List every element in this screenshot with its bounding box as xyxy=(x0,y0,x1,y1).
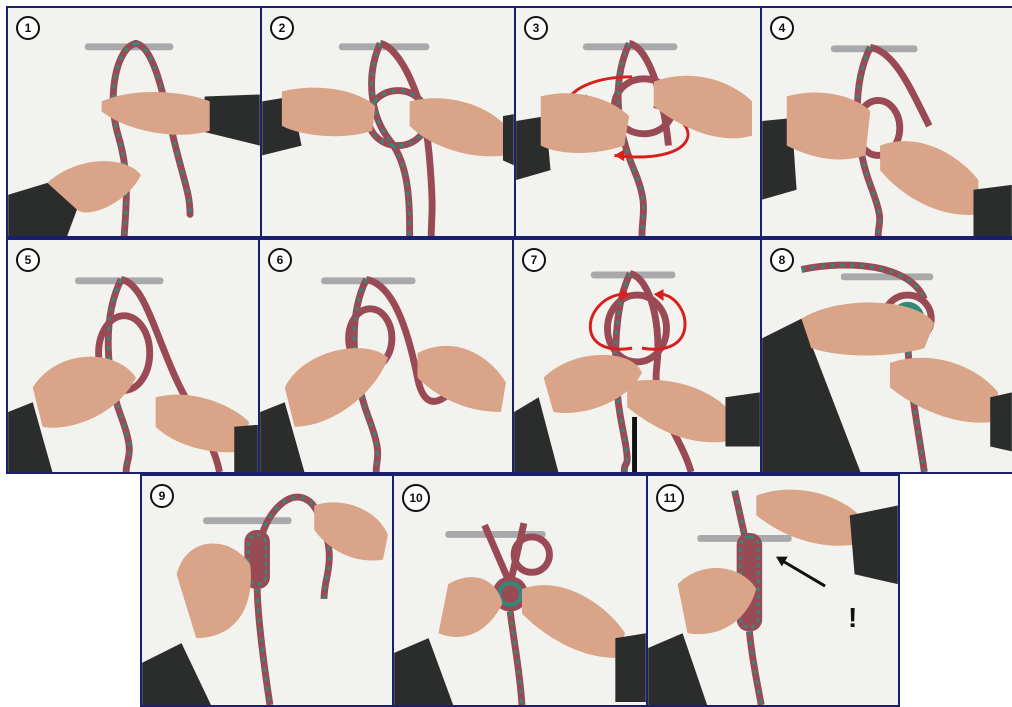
step-11-illustration xyxy=(648,476,898,705)
step-2-panel: 2 xyxy=(260,6,516,238)
step-3-panel: 3 xyxy=(514,6,762,238)
step-1-illustration xyxy=(8,8,260,236)
step-5-panel: 5 xyxy=(6,238,260,474)
step-number-badge: 7 xyxy=(522,248,546,272)
step-7-illustration xyxy=(514,240,760,472)
step-3-illustration xyxy=(516,8,760,236)
step-number-badge: 4 xyxy=(770,16,794,40)
step-number-badge: 8 xyxy=(770,248,794,272)
step-1-panel: 1 xyxy=(6,6,262,238)
step-number-badge: 5 xyxy=(16,248,40,272)
step-number-badge: 11 xyxy=(656,484,684,512)
step-7-panel: 7 xyxy=(512,238,762,474)
step-4-panel: 4 xyxy=(760,6,1012,238)
step-9-illustration xyxy=(142,476,392,705)
step-number-badge: 6 xyxy=(268,248,292,272)
step-9-panel: 9 xyxy=(140,474,394,707)
step-8-panel: 8 xyxy=(760,238,1012,474)
step-number-badge: 1 xyxy=(16,16,40,40)
step-11-panel: 11 ! xyxy=(646,474,900,707)
step-number-badge: 3 xyxy=(524,16,548,40)
step-6-illustration xyxy=(260,240,512,472)
step-10-panel: 10 xyxy=(392,474,648,707)
step-number-badge: 9 xyxy=(150,484,174,508)
step-2-illustration xyxy=(262,8,514,236)
step-4-illustration xyxy=(762,8,1012,236)
step-number-badge: 10 xyxy=(402,484,430,512)
step-8-illustration xyxy=(762,240,1012,472)
step-6-panel: 6 xyxy=(258,238,514,474)
step-number-badge: 2 xyxy=(270,16,294,40)
exclamation-mark: ! xyxy=(848,602,857,634)
step-5-illustration xyxy=(8,240,258,472)
step-10-illustration xyxy=(394,476,646,705)
